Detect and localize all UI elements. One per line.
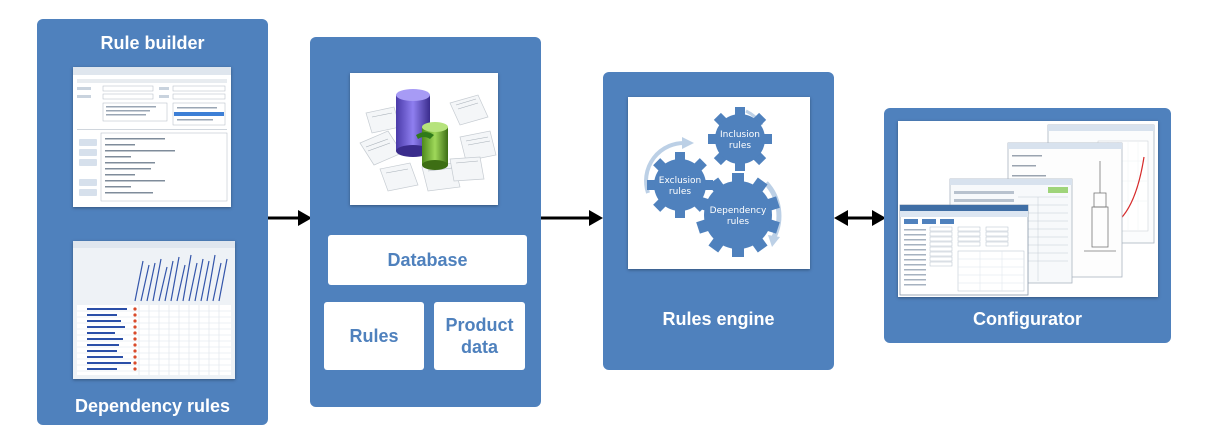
dependency-rules-screenshot (73, 241, 235, 379)
dependency-rules-title: Dependency rules (74, 396, 231, 416)
database-label: Database (387, 250, 468, 270)
rules-engine-gears-image: Inclusion rules Exclusion rules Dependen… (628, 97, 810, 269)
database-image (350, 73, 498, 205)
gear-exclusion-text-2: rules (669, 187, 691, 197)
gear-dependency-text-1: Dependency (710, 206, 767, 216)
configurator-windows-image (898, 121, 1158, 297)
arrow-rules-engine-configurator (834, 210, 886, 226)
database-cylinders-icon (359, 89, 497, 192)
database-panel: Database Rules Product data (310, 37, 541, 407)
rule-builder-form-image (73, 67, 231, 202)
gear-exclusion-text-1: Exclusion (659, 176, 701, 186)
rules-label: Rules (349, 326, 399, 346)
configurator-screenshot (898, 121, 1158, 297)
configurator-panel: Configurator (884, 108, 1171, 343)
gear-inclusion-text-2: rules (729, 141, 751, 151)
product-data-label-line1: Product (445, 315, 514, 335)
database-label-box: Database (328, 235, 527, 285)
dependency-matrix-image (73, 241, 235, 379)
arrow-rule-builder-to-database (268, 210, 312, 226)
rules-engine-title: Rules engine (662, 309, 775, 329)
gear-inclusion-text-1: Inclusion (720, 130, 760, 140)
rule-builder-screenshot (73, 67, 231, 207)
dependency-gear-icon (696, 173, 780, 257)
rule-builder-panel: Rule builder (37, 19, 268, 425)
rules-engine-panel: Inclusion rules Exclusion rules Dependen… (603, 72, 834, 370)
gears-diagram: Inclusion rules Exclusion rules Dependen… (644, 107, 782, 257)
configurator-title: Configurator (973, 309, 1082, 329)
rules-box: Rules (324, 302, 424, 370)
arrow-database-to-rules-engine (541, 210, 603, 226)
product-data-box: Product data (434, 302, 525, 370)
rule-builder-title: Rule builder (100, 33, 205, 53)
product-data-label-line2: data (460, 337, 498, 357)
gear-dependency-text-2: rules (727, 217, 749, 227)
